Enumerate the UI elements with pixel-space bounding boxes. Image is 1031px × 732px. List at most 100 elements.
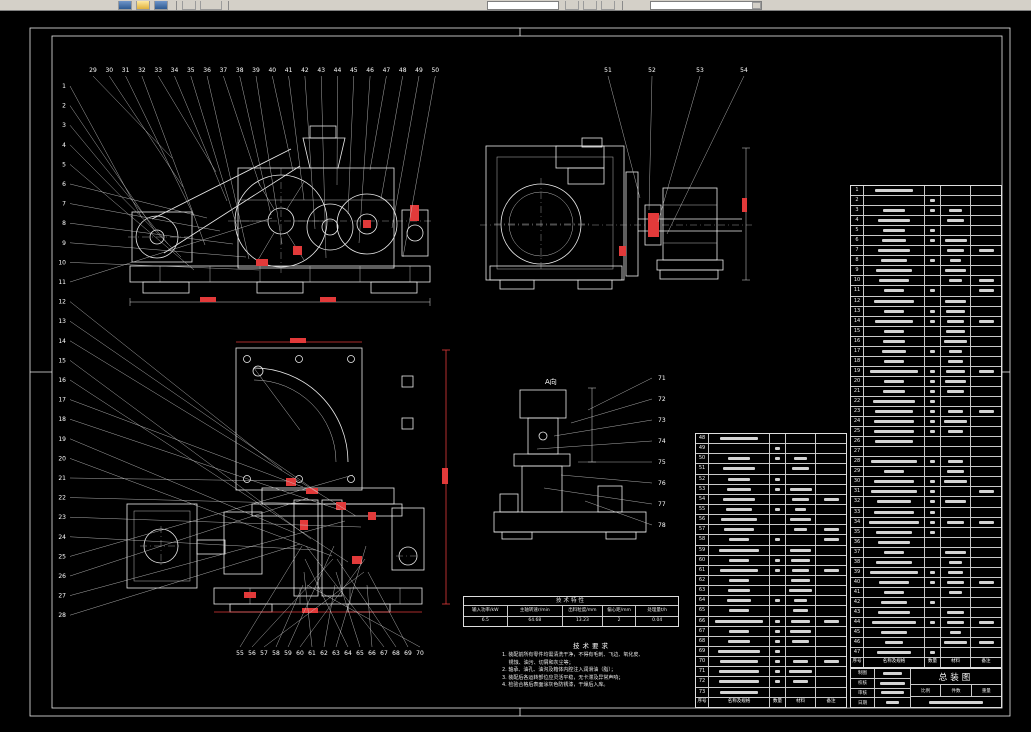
svg-text:63: 63: [332, 650, 340, 657]
svg-text:71: 71: [658, 375, 666, 382]
svg-text:43: 43: [317, 67, 325, 74]
svg-text:4: 4: [62, 142, 66, 149]
svg-text:27: 27: [58, 593, 66, 600]
svg-text:74: 74: [658, 438, 666, 445]
svg-text:22: 22: [58, 495, 66, 502]
svg-text:76: 76: [658, 480, 666, 487]
drawing-title: 总装图: [911, 669, 1001, 685]
svg-text:37: 37: [220, 67, 228, 74]
svg-text:44: 44: [334, 67, 342, 74]
svg-text:53: 53: [696, 67, 704, 74]
svg-text:11: 11: [58, 279, 66, 286]
svg-text:61: 61: [308, 650, 316, 657]
svg-text:49: 49: [415, 67, 423, 74]
svg-text:23: 23: [58, 514, 66, 521]
svg-text:65: 65: [356, 650, 364, 657]
svg-text:50: 50: [431, 67, 439, 74]
svg-text:31: 31: [122, 67, 130, 74]
svg-text:14: 14: [58, 338, 66, 345]
svg-text:45: 45: [350, 67, 358, 74]
undo-icon[interactable]: [200, 1, 222, 10]
svg-text:75: 75: [658, 459, 666, 466]
svg-text:68: 68: [392, 650, 400, 657]
view-a-label: A向: [545, 377, 557, 386]
svg-text:40: 40: [268, 67, 276, 74]
sheet-frame: [29, 27, 1011, 717]
svg-text:51: 51: [604, 67, 612, 74]
svg-text:7: 7: [62, 201, 66, 208]
svg-text:6: 6: [62, 181, 66, 188]
svg-text:10: 10: [58, 259, 66, 266]
svg-text:5: 5: [62, 161, 66, 168]
svg-text:72: 72: [658, 396, 666, 403]
title-block-main: 总装图 比例件数重量: [911, 669, 1001, 707]
svg-text:47: 47: [383, 67, 391, 74]
title-block-number-cell: [911, 697, 1001, 707]
svg-text:78: 78: [658, 522, 666, 529]
svg-text:26: 26: [58, 573, 66, 580]
svg-text:13: 13: [58, 318, 66, 325]
svg-text:33: 33: [154, 67, 162, 74]
tech-notes: 技术要求 1. 装配前所有零件均需清洗干净，不得有毛刺、飞边、氧化皮、 锈蚀、油…: [502, 640, 682, 690]
plot-icon[interactable]: [182, 1, 196, 10]
zoom-icon[interactable]: [565, 1, 579, 10]
svg-text:59: 59: [284, 650, 292, 657]
svg-text:36: 36: [203, 67, 211, 74]
save-icon[interactable]: [154, 1, 168, 10]
svg-text:17: 17: [58, 397, 66, 404]
svg-text:64: 64: [344, 650, 352, 657]
svg-text:69: 69: [404, 650, 412, 657]
svg-text:55: 55: [236, 650, 244, 657]
svg-text:1: 1: [62, 83, 66, 90]
svg-text:41: 41: [285, 67, 293, 74]
section-view: [126, 338, 450, 613]
svg-text:35: 35: [187, 67, 195, 74]
tech-notes-lines: 1. 装配前所有零件均需清洗干净，不得有毛刺、飞边、氧化皮、 锈蚀、油污、切屑和…: [502, 652, 644, 688]
svg-text:25: 25: [58, 553, 66, 560]
command-input[interactable]: [487, 1, 559, 10]
svg-text:39: 39: [252, 67, 260, 74]
toolbar-separator: [176, 1, 177, 10]
svg-text:12: 12: [58, 299, 66, 306]
svg-text:77: 77: [658, 501, 666, 508]
tech-notes-title: 技术要求: [573, 642, 611, 650]
svg-text:73: 73: [658, 417, 666, 424]
elevation-view: A向: [493, 377, 647, 540]
pan-icon[interactable]: [583, 1, 597, 10]
svg-text:60: 60: [296, 650, 304, 657]
svg-text:16: 16: [58, 377, 66, 384]
toolbar: [0, 0, 1031, 11]
redo-icon[interactable]: [601, 1, 615, 10]
svg-text:62: 62: [320, 650, 328, 657]
part-callouts: 1234567891011121314151617181920212223242…: [58, 67, 748, 657]
svg-text:56: 56: [248, 650, 256, 657]
title-block: 制图校核审核日期 总装图 比例件数重量: [850, 668, 1002, 708]
svg-text:67: 67: [380, 650, 388, 657]
new-icon[interactable]: [118, 1, 132, 10]
layer-combo[interactable]: [650, 1, 762, 10]
open-icon[interactable]: [136, 1, 150, 10]
toolbar-separator: [622, 1, 623, 10]
chevron-down-icon: [752, 2, 761, 9]
svg-text:28: 28: [58, 612, 66, 619]
svg-text:29: 29: [89, 67, 97, 74]
title-block-scale-row: 比例件数重量: [911, 685, 1001, 697]
svg-text:46: 46: [366, 67, 374, 74]
front-view: [128, 125, 432, 306]
svg-text:58: 58: [272, 650, 280, 657]
svg-text:32: 32: [138, 67, 146, 74]
svg-text:20: 20: [58, 455, 66, 462]
svg-text:48: 48: [399, 67, 407, 74]
toolbar-separator: [228, 1, 229, 10]
svg-text:15: 15: [58, 357, 66, 364]
svg-text:9: 9: [62, 240, 66, 247]
svg-text:8: 8: [62, 220, 66, 227]
svg-text:52: 52: [648, 67, 656, 74]
svg-text:70: 70: [416, 650, 424, 657]
